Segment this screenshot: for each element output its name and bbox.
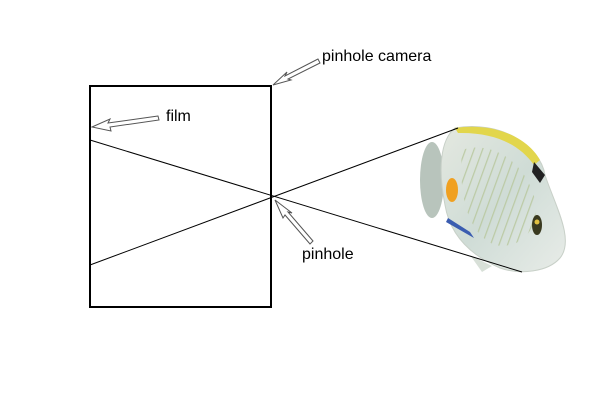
camera-box xyxy=(89,85,272,308)
label-pinhole-camera: pinhole camera xyxy=(322,48,432,65)
fish-yellow-stripe xyxy=(455,126,540,165)
ray-bottom-to-top xyxy=(89,127,459,266)
camera-arrow-icon xyxy=(272,58,321,86)
film-arrow-icon xyxy=(90,115,160,132)
fish-tail-fin xyxy=(420,142,444,218)
fish-image xyxy=(420,126,566,273)
fish-orange-spot xyxy=(446,178,458,202)
label-film: film xyxy=(166,108,191,125)
label-pinhole: pinhole xyxy=(302,246,354,263)
pinhole-arrow-icon xyxy=(274,199,314,245)
ray-top-to-bottom xyxy=(89,139,523,273)
